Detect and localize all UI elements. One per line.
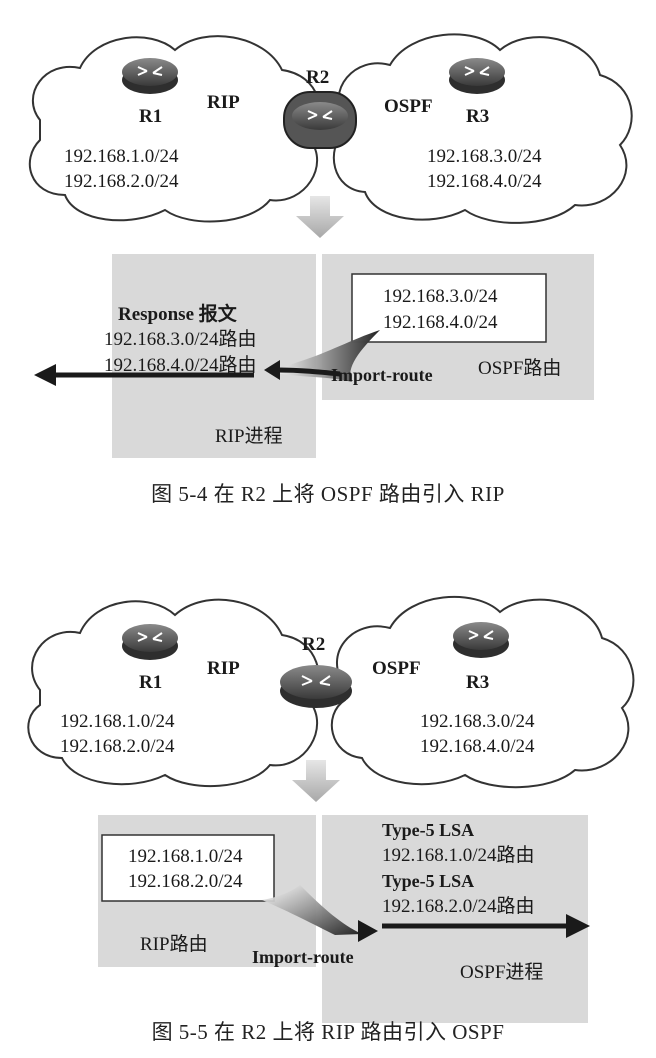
- ospf-cloud: [330, 595, 635, 789]
- ospf-route-box: [351, 273, 547, 343]
- rip-route-label: RIP路由: [140, 933, 208, 955]
- lsa-title-2: Type-5 LSA: [382, 871, 474, 891]
- lsa-route-1: 192.168.1.0/24路由: [382, 844, 535, 866]
- ospf-label: OSPF: [372, 658, 421, 679]
- import-route-label: Import-route: [252, 947, 354, 967]
- r3-router-icon: [449, 58, 505, 94]
- rip-route-box: [101, 834, 275, 902]
- import-arrow-head: [358, 920, 378, 942]
- import-arrow-head: [264, 360, 280, 380]
- box-route-1: 192.168.3.0/24: [383, 286, 498, 307]
- response-message-title: Response 报文: [118, 302, 238, 325]
- ospf-network-2: 192.168.4.0/24: [420, 736, 535, 757]
- import-route-label: Import-route: [331, 365, 433, 385]
- box-route-2: 192.168.2.0/24: [128, 871, 243, 892]
- down-arrow: [292, 760, 340, 802]
- r3-label: R3: [466, 106, 489, 127]
- rip-label: RIP: [207, 658, 240, 679]
- box-route-1: 192.168.1.0/24: [128, 846, 243, 867]
- ospf-process-panel: [322, 815, 588, 1023]
- lsa-arrow-head: [566, 914, 590, 938]
- response-arrow-head: [34, 364, 56, 386]
- rip-network-2: 192.168.2.0/24: [60, 736, 175, 757]
- figure-5-4: R1 RIP R2 OSPF R3 192.168.1.0/24 192.168…: [28, 33, 633, 458]
- response-route-1: 192.168.3.0/24路由: [104, 328, 257, 350]
- down-arrow: [296, 196, 344, 238]
- r1-label: R1: [139, 672, 162, 693]
- import-arrow: [277, 367, 341, 377]
- figure-5-5: R1 RIP R2 OSPF R3 192.168.1.0/24 192.168…: [27, 595, 635, 1023]
- r3-label: R3: [466, 672, 489, 693]
- r3-router-icon: [453, 622, 509, 658]
- ospf-label: OSPF: [384, 96, 433, 117]
- import-swoosh: [262, 885, 362, 935]
- rip-cloud: [27, 598, 320, 788]
- r2-router-icon: [280, 665, 352, 708]
- r2-router-icon: [283, 91, 357, 149]
- ospf-network-1: 192.168.3.0/24: [427, 146, 542, 167]
- rip-network-1: 192.168.1.0/24: [64, 146, 179, 167]
- lsa-title-1: Type-5 LSA: [382, 820, 474, 840]
- ospf-network-2: 192.168.4.0/24: [427, 171, 542, 192]
- box-route-2: 192.168.4.0/24: [383, 312, 498, 333]
- r2-label: R2: [302, 634, 325, 655]
- rip-cloud: [28, 35, 322, 223]
- ospf-network-1: 192.168.3.0/24: [420, 711, 535, 732]
- figure-5-4-caption: 图 5-4 在 R2 上将 OSPF 路由引入 RIP: [151, 482, 505, 506]
- rip-network-1: 192.168.1.0/24: [60, 711, 175, 732]
- lsa-route-2: 192.168.2.0/24路由: [382, 895, 535, 917]
- ospf-route-label: OSPF路由: [478, 357, 561, 379]
- r1-label: R1: [139, 106, 162, 127]
- response-route-2: 192.168.4.0/24路由: [104, 354, 257, 376]
- rip-network-2: 192.168.2.0/24: [64, 171, 179, 192]
- r1-router-icon: [122, 58, 178, 94]
- ospf-cloud: [332, 33, 633, 224]
- r2-label: R2: [306, 67, 329, 88]
- ospf-process-label: OSPF进程: [460, 961, 543, 983]
- r1-router-icon: [122, 624, 178, 660]
- rip-process-panel: [112, 254, 316, 458]
- figure-5-5-caption: 图 5-5 在 R2 上将 RIP 路由引入 OSPF: [151, 1020, 505, 1044]
- rip-process-label: RIP进程: [215, 425, 283, 447]
- rip-label: RIP: [207, 92, 240, 113]
